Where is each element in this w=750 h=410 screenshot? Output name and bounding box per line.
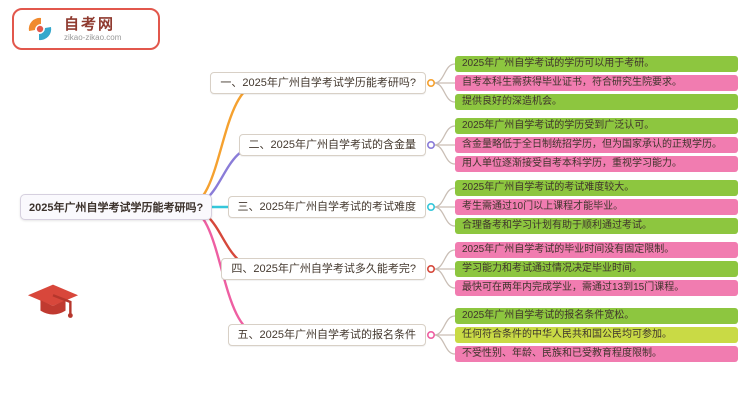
leaf-node-5-2: 任何符合条件的中华人民共和国公民均可参加。 [455,327,738,343]
central-topic: 2025年广州自学考试学历能考研吗? [20,194,213,220]
leaf-node-2-2: 含金量略低于全日制统招学历，但为国家承认的正规学历。 [455,137,738,153]
branch-port-5 [426,330,435,339]
leaf-node-1-2: 自考本科生需获得毕业证书，符合研究生院要求。 [455,75,738,91]
leaf-node-5-3: 不受性别、年龄、民族和已受教育程度限制。 [455,346,738,362]
leaf-node-4-3: 最快可在两年内完成学业，需通过13到15门课程。 [455,280,738,296]
branch-node-1: 一、2025年广州自学考试学历能考研吗? [210,72,426,94]
leaf-node-1-1: 2025年广州自学考试的学历可以用于考研。 [455,56,738,72]
branch-port-4 [426,264,435,273]
leaf-node-2-3: 用人单位逐渐接受自考本科学历，重视学习能力。 [455,156,738,172]
site-url: zikao-zikao.com [64,32,122,42]
leaf-node-3-3: 合理备考和学习计划有助于顺利通过考试。 [455,218,738,234]
site-logo: 自考网 zikao-zikao.com [12,8,160,50]
branch-port-3 [426,203,435,212]
site-name: 自考网 [64,15,116,33]
branch-node-5: 五、2025年广州自学考试的报名条件 [227,324,426,346]
branch-node-4: 四、2025年广州自学考试多久能考完? [221,258,426,280]
leaf-node-3-1: 2025年广州自学考试的考试难度较大。 [455,180,738,196]
branch-node-2: 二、2025年广州自学考试的含金量 [238,134,426,156]
leaf-node-5-1: 2025年广州自学考试的报名条件宽松。 [455,308,738,324]
site-logo-icon [28,17,52,41]
site-logo-text: 自考网 zikao-zikao.com [64,17,121,42]
branch-port-2 [426,141,435,150]
leaf-node-4-2: 学习能力和考试通过情况决定毕业时间。 [455,261,738,277]
leaf-node-4-1: 2025年广州自学考试的毕业时间没有固定限制。 [455,242,738,258]
leaf-node-2-1: 2025年广州自学考试的学历受到广泛认可。 [455,118,738,134]
branch-port-1 [426,79,435,88]
leaf-connectors [433,63,456,355]
leaf-node-3-2: 考生需通过10门以上课程才能毕业。 [455,199,738,215]
graduation-cap-icon [27,284,79,318]
leaf-node-1-3: 提供良好的深造机会。 [455,94,738,110]
branch-node-3: 三、2025年广州自学考试的考试难度 [227,196,426,218]
